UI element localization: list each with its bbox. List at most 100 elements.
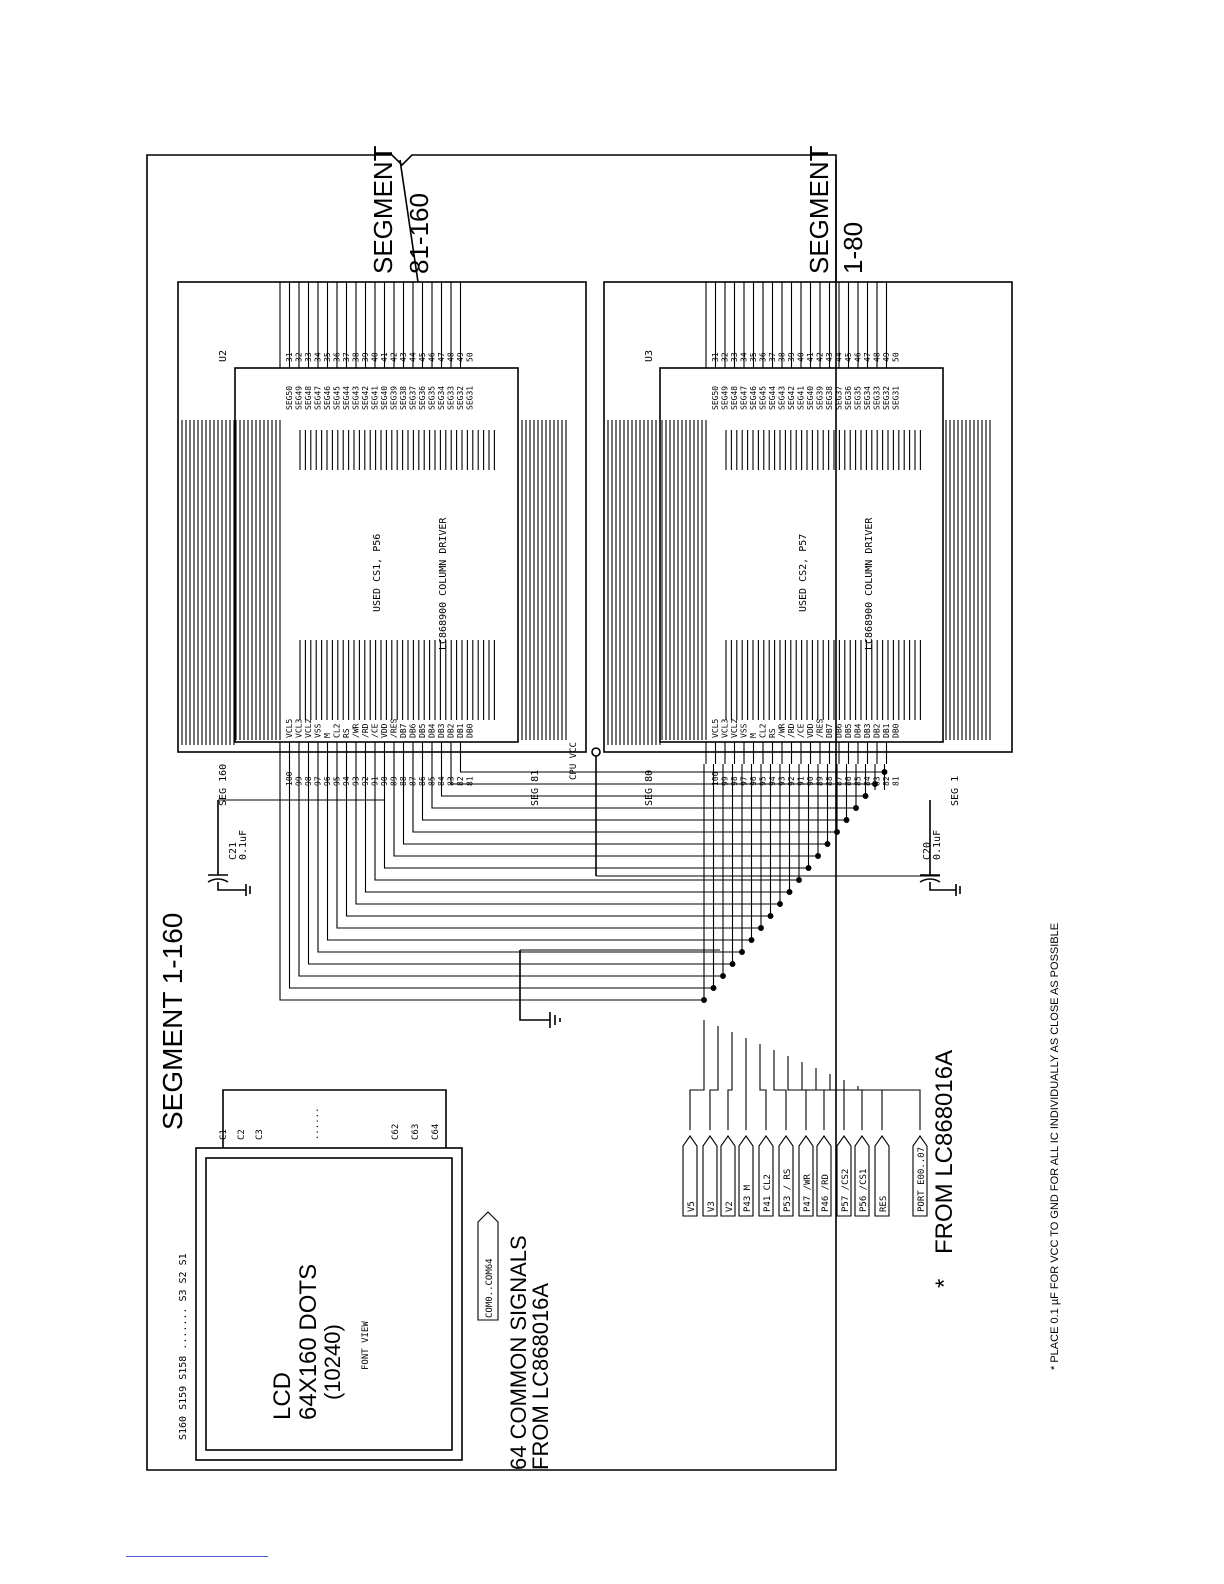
junction-dot (853, 805, 859, 811)
u2-right-pin-number: 44 (409, 352, 418, 362)
com-connector-label: COM0..COM64 (485, 1258, 495, 1318)
u2-pin-name: DB1 (456, 723, 465, 738)
connector-flag (720, 1135, 736, 1217)
u2-pin-number: 86 (418, 776, 427, 786)
u2-signal-route (326, 764, 752, 941)
lcd-inner (205, 1157, 453, 1451)
connector-flag (874, 1135, 890, 1217)
u3-right-pin-number: 35 (749, 352, 758, 362)
c21-symbol (207, 800, 251, 896)
connector-route (689, 1020, 705, 1130)
u3-right-pin-number: 43 (825, 352, 834, 362)
u2-right-pin-number: 46 (428, 352, 437, 362)
u3-right-pin-number: 40 (797, 352, 806, 362)
asterisk-mark: * (931, 1279, 958, 1288)
u2-pin-name: /RD (361, 723, 370, 738)
u2-pin-name: DB3 (437, 723, 446, 738)
u3-seg-label: SEG46 (749, 386, 758, 410)
lcd-row-label: C63 (411, 1124, 421, 1140)
connector-label: P47 /WR (803, 1173, 813, 1212)
u3-seg-label: SEG31 (892, 386, 901, 410)
u2-signal-route (298, 764, 723, 977)
u2-seg-label: SEG40 (380, 386, 389, 410)
connector-route (773, 1050, 787, 1130)
u2-signal-route (402, 764, 828, 845)
u3-right-pin-number: 31 (711, 352, 720, 362)
u2-signal-route (355, 764, 780, 905)
u2-right-pin-number: 42 (390, 352, 399, 362)
connector-route (857, 1086, 921, 1130)
u3-right-pin-number: 32 (721, 352, 730, 362)
u3-pin-name: DB5 (844, 723, 853, 738)
u3-pin-number: 82 (882, 776, 891, 786)
junction-dot (881, 769, 888, 775)
u2-pin-number: 95 (333, 776, 342, 786)
cpu-vcc-node (591, 747, 601, 757)
u2-pin-name: DB6 (409, 723, 418, 738)
u3-seg-label: SEG45 (759, 386, 768, 410)
u2-seg-label: SEG31 (466, 386, 475, 410)
u3-right-pin-number: 50 (892, 352, 901, 362)
u3-pin-number: 98 (730, 776, 739, 786)
u3-seg-label: SEG44 (768, 386, 777, 410)
connector-flag (816, 1135, 832, 1217)
u2-pin-number: 91 (371, 776, 380, 786)
u2-pin-name: CL2 (333, 723, 342, 738)
u3-right-pin-number: 42 (816, 352, 825, 362)
common-signals-line1: 64 COMMON SIGNALS (506, 1235, 531, 1470)
u2-seg-label: SEG32 (456, 386, 465, 410)
u2-pin-name: VCL2 (304, 719, 313, 738)
u3-seg-label: SEG40 (806, 386, 815, 410)
u3-right-pin-number: 37 (768, 352, 777, 362)
u2-seg-label: SEG44 (342, 386, 351, 410)
u3-pin-name: /WR (778, 723, 787, 738)
u2-signal-route (345, 764, 771, 917)
u3-seg-label: SEG43 (778, 386, 787, 410)
u3-seg-label: SEG42 (787, 386, 796, 410)
junction-dot (739, 949, 745, 955)
footnote: * PLACE 0.1 µF FOR VCC TO GND FOR ALL IC… (1049, 923, 1061, 1370)
u2-pin-name: DB4 (428, 723, 437, 738)
u2-signal-route (450, 764, 875, 785)
u3-seg-label: SEG34 (863, 386, 872, 410)
u3-right-pin-number: 34 (740, 352, 749, 362)
segment-total-label: SEGMENT 1-160 (157, 913, 188, 1130)
u3-pin-name: DB3 (863, 723, 872, 738)
u2-outline (177, 281, 587, 753)
lcd-row-label: C64 (431, 1124, 441, 1140)
u3-pin-name: DB0 (892, 723, 901, 738)
lcd-row-label: C62 (391, 1124, 401, 1140)
u2-seg-label: SEG37 (409, 386, 418, 410)
u2-signal-route (374, 764, 799, 881)
connector-flag (778, 1135, 794, 1217)
u3-pin-number: 92 (787, 776, 796, 786)
u2-signal-route (431, 764, 856, 809)
u2-pin-number: 92 (361, 776, 370, 786)
u3-seg-label: SEG36 (844, 386, 853, 410)
junction-dot (796, 877, 802, 883)
u2-right-pin-number: 35 (323, 352, 332, 362)
u2-pin-name: VDD (380, 723, 389, 738)
u3-pin-name: RS (768, 728, 777, 738)
u3-pin-number: 85 (854, 776, 863, 786)
connector-route (787, 1056, 807, 1130)
connector-label: V5 (687, 1201, 697, 1212)
u2-pin-number: 90 (380, 776, 389, 786)
com-connector-flag (477, 1211, 499, 1321)
u2-signal-route (383, 764, 809, 869)
u3-ref: U3 (644, 350, 655, 362)
u3-right-pin-number: 46 (854, 352, 863, 362)
from-note: FROM LC868016A (931, 1050, 958, 1254)
connector-route (727, 1032, 733, 1130)
lcd-line1: LCD (269, 1372, 296, 1420)
u3-seg-label: SEG32 (882, 386, 891, 410)
segment-bus-outline (146, 154, 837, 1471)
u2-seg-label: SEG50 (285, 386, 294, 410)
u2-pin-name: DB2 (447, 723, 456, 738)
u3-seg-low: SEG 1 (950, 776, 961, 806)
u2-signal-route (440, 764, 866, 797)
u3-right-pin-number: 39 (787, 352, 796, 362)
lcd-lead-frame (222, 1089, 447, 1148)
u3-seg-label: SEG35 (854, 386, 863, 410)
